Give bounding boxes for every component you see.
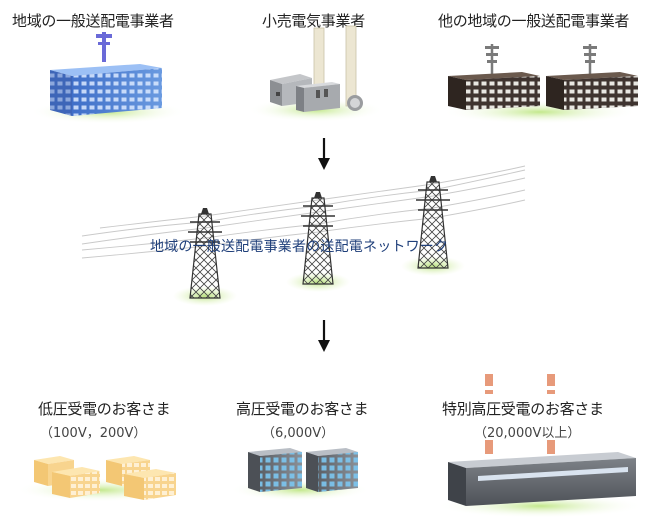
arrow-down-icon bbox=[318, 320, 330, 352]
extra-high-voltage-customer-label: 特別高圧受電のお客さま bbox=[442, 400, 604, 418]
power-plant-icon bbox=[248, 25, 384, 122]
local-utility-label: 地域の一般送配電事業者 bbox=[12, 12, 174, 30]
local-utility-building-icon bbox=[30, 32, 186, 124]
extra-high-voltage-value: （20,000V以上） bbox=[474, 426, 581, 441]
low-voltage-houses-icon bbox=[16, 456, 184, 502]
low-voltage-customer-label: 低圧受電のお客さま bbox=[38, 400, 171, 418]
retailer-label: 小売電気事業者 bbox=[262, 12, 365, 30]
arrow-down-icon bbox=[318, 138, 330, 170]
high-voltage-buildings-icon bbox=[230, 448, 370, 501]
low-voltage-value: （100V，200V） bbox=[40, 426, 147, 441]
other-utility-buildings-icon bbox=[442, 44, 638, 124]
high-voltage-value: （6,000V） bbox=[262, 426, 335, 441]
other-utility-label: 他の地域の一般送配電事業者 bbox=[438, 12, 630, 30]
factory-icon bbox=[436, 374, 644, 518]
transmission-network-icon bbox=[81, 165, 526, 306]
high-voltage-customer-label: 高圧受電のお客さま bbox=[236, 400, 369, 418]
network-label: 地域の一般送配電事業者の送配電ネットワーク bbox=[150, 239, 449, 255]
